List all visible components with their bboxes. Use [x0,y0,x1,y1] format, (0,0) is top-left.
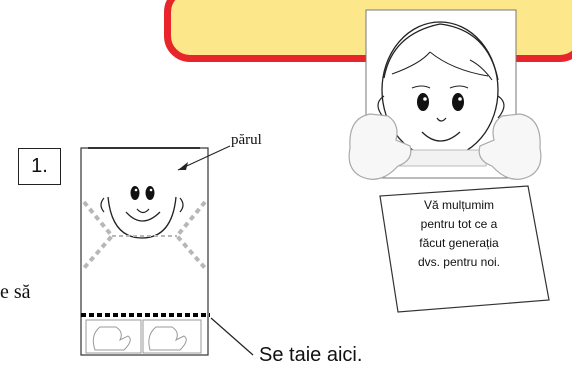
mittens-template [85,319,202,354]
message-card [379,185,550,313]
hair-arrowhead [178,162,188,170]
fold-guides [82,200,207,270]
cut-here-label: Se taie aici. [259,344,363,366]
hair-label: părul [231,132,262,148]
card-line: pentru tot ce a [420,217,498,231]
template-face [100,186,184,239]
step-number-box: 1. [18,148,61,185]
side-text-fragment: e să [0,281,31,303]
card-message: Vă mulțumim pentru tot ce a făcut genera… [399,196,519,272]
card-line: Vă mulțumim [423,198,494,212]
finished-mittens [348,113,542,180]
card-line: făcut generația [419,236,499,250]
step-number: 1. [31,155,48,177]
cut-pointer-line [210,317,254,356]
card-line: dvs. pentru noi. [417,255,501,269]
